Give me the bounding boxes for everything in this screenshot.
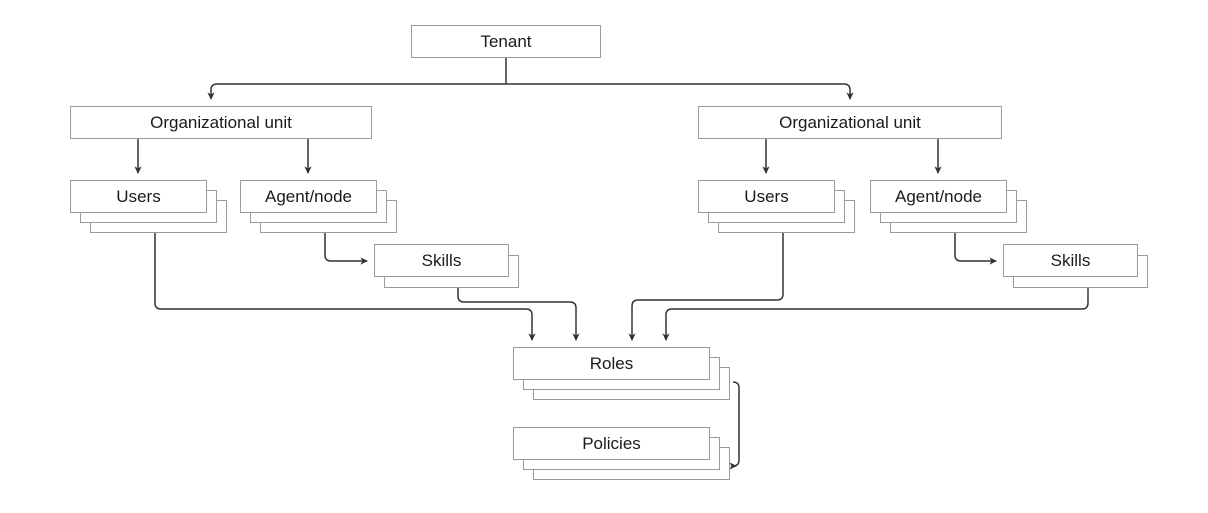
node-tenant-label: Tenant: [480, 32, 532, 51]
node-users-left-box[interactable]: Users: [70, 180, 207, 213]
node-policies-label: Policies: [582, 434, 641, 453]
node-skills-right-box[interactable]: Skills: [1003, 244, 1138, 277]
edge-tenant-to-ou-left: [207, 83, 506, 101]
edge-skills-right-to-roles: [662, 288, 1089, 342]
node-users-right-box[interactable]: Users: [698, 180, 835, 213]
edge-tenant-to-ou-right: [506, 83, 854, 101]
node-agent-node-right-label: Agent/node: [895, 187, 982, 206]
node-roles-box[interactable]: Roles: [513, 347, 710, 380]
node-users-left-label: Users: [116, 187, 161, 206]
node-skills-right-label: Skills: [1050, 251, 1091, 270]
edge-users-right-to-roles: [628, 233, 784, 342]
edge-skills-left-to-roles: [457, 288, 580, 342]
node-roles-label: Roles: [589, 354, 634, 373]
node-skills-left-label: Skills: [421, 251, 462, 270]
node-agent-node-left-label: Agent/node: [265, 187, 352, 206]
node-organizational-unit-right-box[interactable]: Organizational unit: [698, 106, 1002, 139]
edge-agent-left-to-skills-left: [324, 233, 369, 265]
node-organizational-unit-right-label: Organizational unit: [779, 113, 921, 132]
node-organizational-unit-left-box[interactable]: Organizational unit: [70, 106, 372, 139]
edge-roles-to-policies: [729, 381, 740, 470]
node-skills-left-box[interactable]: Skills: [374, 244, 509, 277]
node-policies-box[interactable]: Policies: [513, 427, 710, 460]
node-agent-node-right-box[interactable]: Agent/node: [870, 180, 1007, 213]
node-agent-node-left-box[interactable]: Agent/node: [240, 180, 377, 213]
node-users-right-label: Users: [744, 187, 789, 206]
node-tenant-box[interactable]: Tenant: [411, 25, 601, 58]
node-organizational-unit-left-label: Organizational unit: [150, 113, 292, 132]
edge-agent-right-to-skills-right: [954, 233, 998, 265]
